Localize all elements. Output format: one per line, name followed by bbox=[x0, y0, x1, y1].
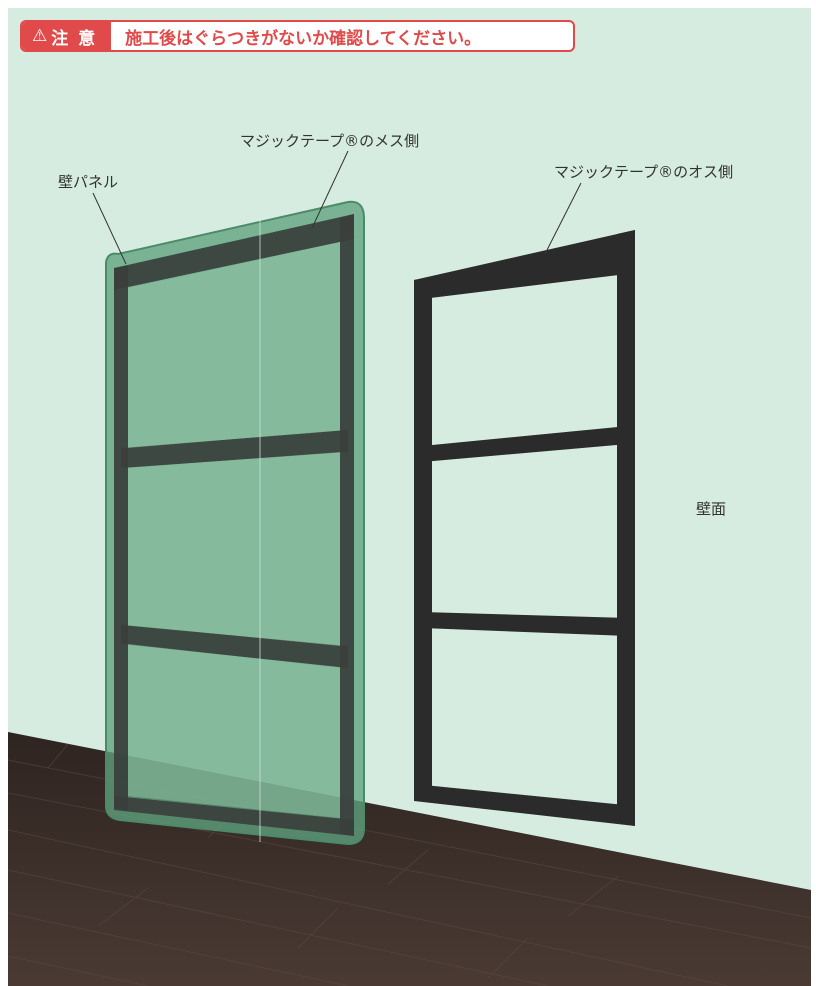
label-velcro-male: マジックテープ®のオス側 bbox=[554, 163, 734, 181]
label-wall-panel: 壁パネル bbox=[58, 173, 119, 191]
caution-message: 施工後はぐらつきがないか確認してください。 bbox=[125, 28, 482, 49]
label-velcro-female: マジックテープ®のメス側 bbox=[240, 132, 420, 150]
velcro-female-frame bbox=[114, 214, 354, 836]
caution-banner: ⚠ 注 意 施工後はぐらつきがないか確認してください。 bbox=[20, 20, 575, 52]
illustration: ⚠ 注 意 施工後はぐらつきがないか確認してください。 マジックテープ®のメス側… bbox=[8, 8, 811, 986]
scene-svg bbox=[8, 8, 811, 986]
label-wall-surface: 壁面 bbox=[696, 500, 727, 518]
wall-panel bbox=[105, 200, 365, 846]
leader-lines bbox=[92, 150, 582, 265]
velcro-male-frame bbox=[414, 230, 635, 826]
caution-tag-label: 注 意 bbox=[51, 28, 98, 49]
caution-tag: ⚠ 注 意 bbox=[22, 22, 112, 50]
warning-triangle-icon: ⚠ bbox=[32, 26, 48, 46]
